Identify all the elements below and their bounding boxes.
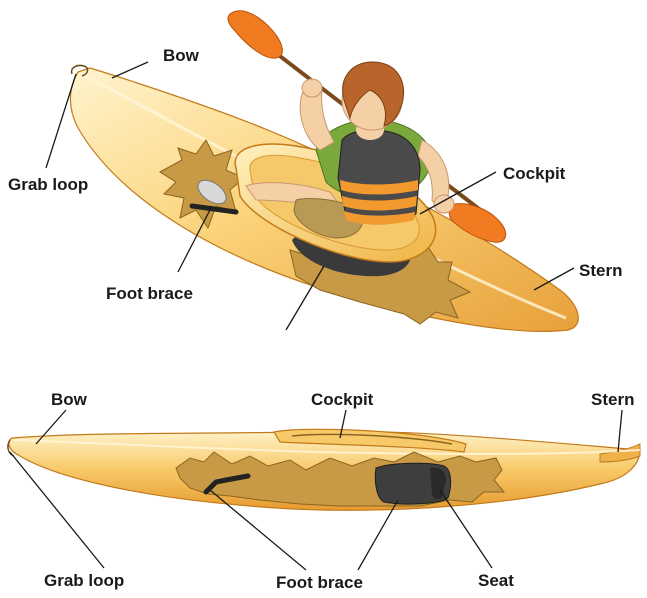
top-label-cockpit: Cockpit bbox=[503, 165, 565, 182]
side-label-seat: Seat bbox=[478, 572, 514, 589]
top-label-grab-loop: Grab loop bbox=[8, 176, 88, 193]
top-label-bow: Bow bbox=[163, 47, 199, 64]
top-hand-left bbox=[302, 79, 322, 97]
top-bow-leader bbox=[112, 62, 148, 78]
top-paddle-blade-upper bbox=[228, 11, 282, 58]
side-kayak bbox=[8, 429, 640, 510]
side-label-stern: Stern bbox=[591, 391, 634, 408]
top-label-foot-brace: Foot brace bbox=[106, 285, 193, 302]
side-label-foot-brace: Foot brace bbox=[276, 574, 363, 591]
side-stern-leader bbox=[618, 410, 622, 452]
side-label-grab-loop: Grab loop bbox=[44, 572, 124, 589]
side-label-bow: Bow bbox=[51, 391, 87, 408]
top-label-stern: Stern bbox=[579, 262, 622, 279]
top-grab-loop-leader bbox=[46, 74, 76, 168]
side-label-cockpit: Cockpit bbox=[311, 391, 373, 408]
